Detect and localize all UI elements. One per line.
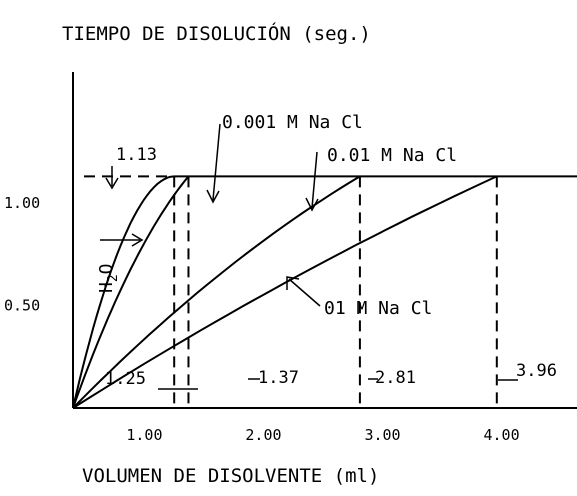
h2o-arrow-head [131, 233, 144, 247]
series-001-arrow-head [305, 197, 319, 212]
axes [72, 72, 577, 409]
series-line [72, 175, 498, 409]
end-value-label: 2.81 [375, 368, 416, 388]
plateau-arrow-head [105, 177, 119, 190]
series-label-0001: 0.001 M Na Cl [222, 112, 363, 133]
series-line [72, 175, 175, 409]
end-value-label: 1.37 [258, 368, 299, 388]
x-tick-label: 3.00 [364, 426, 400, 444]
series-01-arrow-head [286, 276, 300, 290]
x-tick-label: 1.00 [126, 426, 162, 444]
chart-title: TIEMPO DE DISOLUCIÓN (seg.) [62, 21, 371, 45]
end-value-label: 3.96 [516, 361, 557, 381]
series-label-h2o: H2O [96, 263, 121, 293]
end-value-label: 1.25 [105, 369, 146, 389]
series-line [72, 175, 190, 409]
y-tick-label: 0.50 [4, 297, 40, 315]
series-0001-arrow [212, 123, 221, 201]
series-label-01: 01 M Na Cl [324, 298, 432, 319]
series-001-arrow [311, 151, 318, 209]
y-tick-label: 1.00 [4, 194, 40, 212]
tick-labels: 1.00 2.00 3.00 4.00 0.50 1.00 [4, 194, 520, 444]
series-lines [72, 175, 577, 409]
plateau-value-label: 1.13 [116, 145, 157, 165]
series-01-arrow [288, 278, 321, 307]
dashed-guides [84, 175, 498, 408]
x-tick-label: 4.00 [484, 426, 520, 444]
series-label-001: 0.01 M Na Cl [327, 145, 457, 166]
series-0001-arrow-head [206, 189, 220, 204]
x-axis-label: VOLUMEN DE DISOLVENTE (ml) [82, 465, 379, 487]
x-tick-label: 2.00 [245, 426, 281, 444]
annotations: 1.13 1.25 1.37 2.81 3.96 H2O 0.001 M Na Cl 0.01… [96, 112, 557, 390]
